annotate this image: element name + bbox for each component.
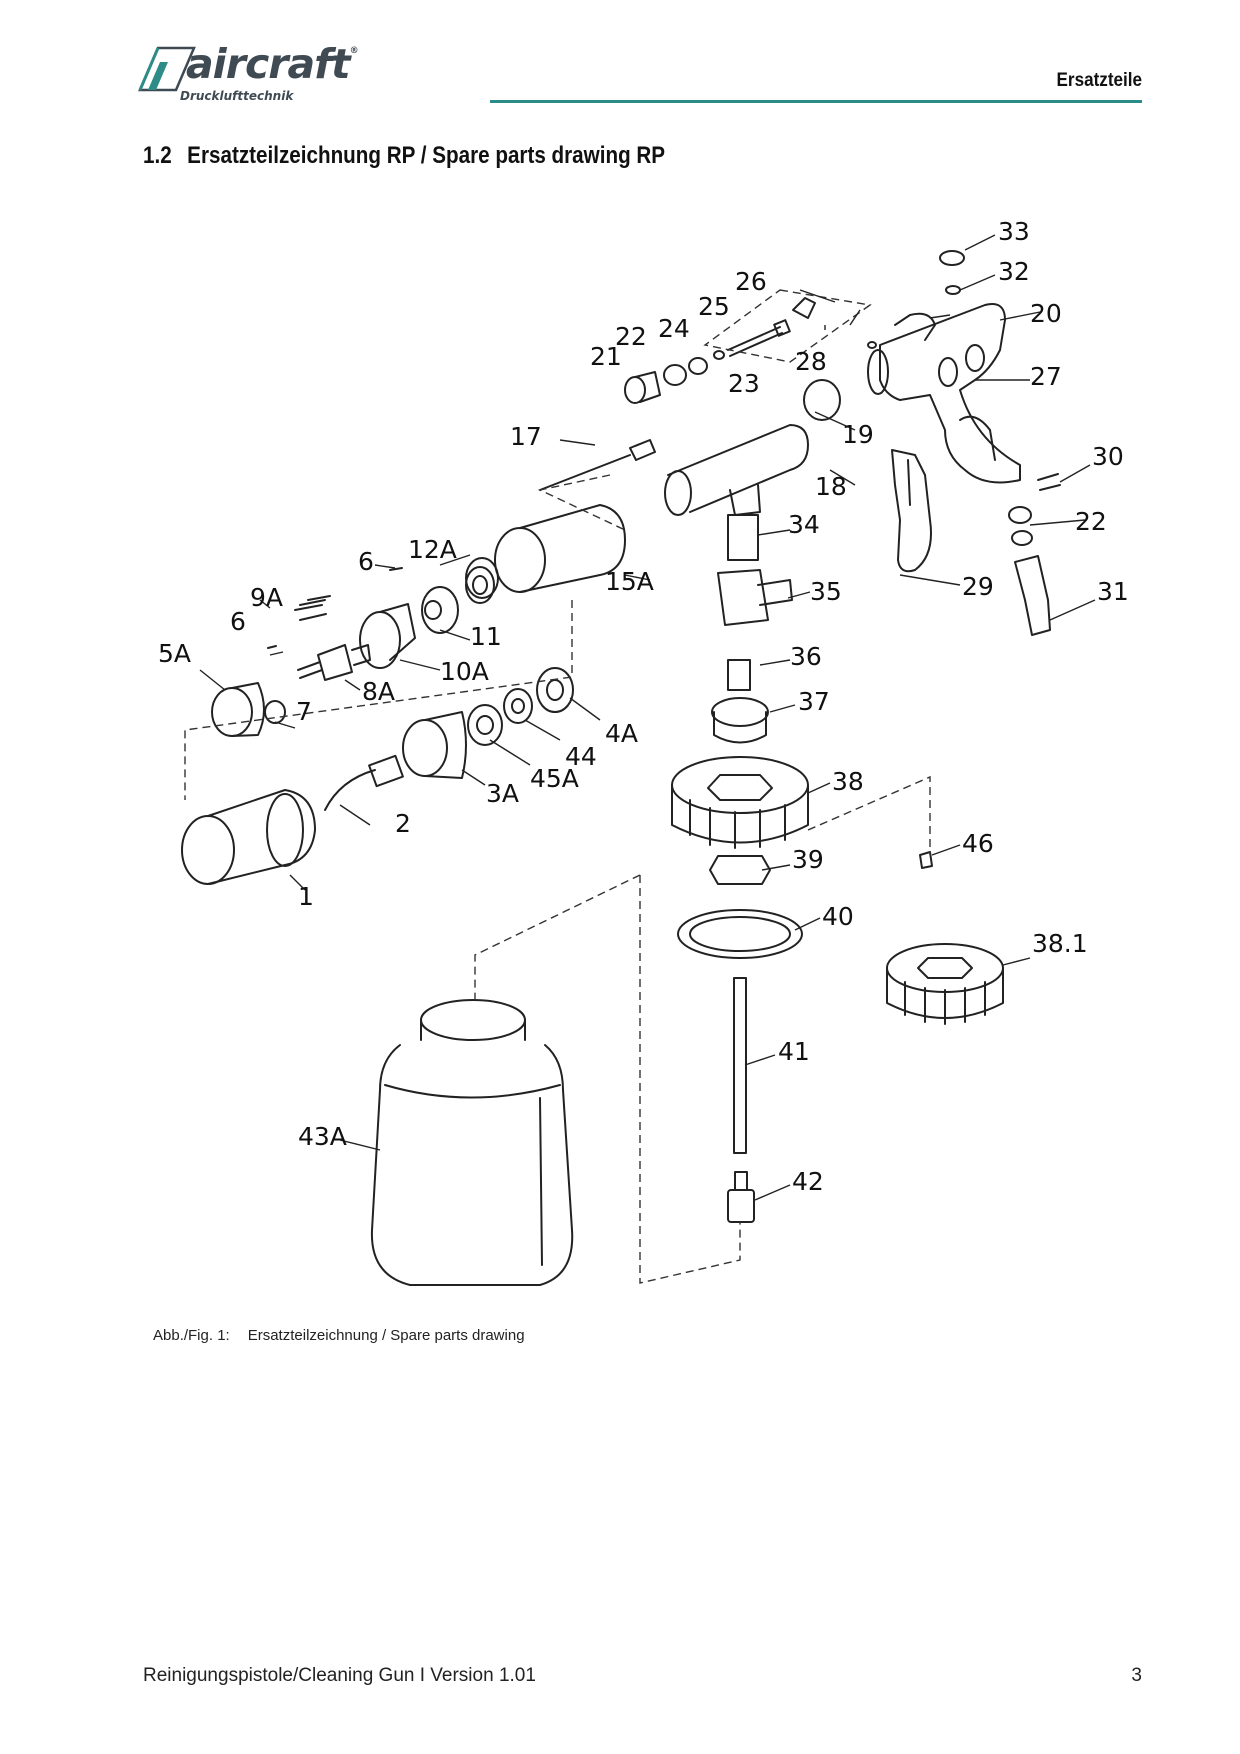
part-label: 45A	[530, 764, 579, 793]
part-label: 18	[815, 472, 847, 501]
part-hex-nut	[709, 855, 771, 885]
part-label: 25	[698, 292, 730, 321]
part-label: 41	[778, 1037, 810, 1066]
part-label: 30	[1092, 442, 1124, 471]
part-label: 28	[795, 347, 827, 376]
assembly-line-tube	[639, 875, 741, 1284]
brand-logo: aircraft® Drucklufttechnik	[138, 40, 378, 106]
part-label: 33	[998, 217, 1030, 246]
part-label: 19	[842, 420, 874, 449]
section-title-text: Ersatzteilzeichnung RP / Spare parts dra…	[187, 142, 666, 169]
part-lid-nut	[671, 756, 809, 849]
part-label: 36	[790, 642, 822, 671]
part-label: 24	[658, 314, 690, 343]
footer-document-title: Reinigungspistole/Cleaning Gun I Version…	[143, 1665, 536, 1686]
part-label: 20	[1030, 299, 1062, 328]
part-label: 27	[1030, 362, 1062, 391]
logo-subtitle: Drucklufttechnik	[180, 89, 294, 103]
assembly-line-needle	[537, 474, 626, 531]
part-label: 6	[230, 607, 246, 636]
part-label: 17	[510, 422, 542, 451]
part-label: 21	[590, 342, 622, 371]
assembly-line-lid	[807, 775, 931, 855]
logo-mark-icon	[138, 46, 196, 92]
part-tube-fitting	[727, 1171, 755, 1223]
part-label: 29	[962, 572, 994, 601]
part-label: 22	[1075, 507, 1107, 536]
part-pins	[267, 567, 403, 649]
figure-caption-text: Ersatzteilzeichnung / Spare parts drawin…	[247, 1327, 525, 1344]
part-air-inlet	[1008, 473, 1061, 636]
part-label: 31	[1097, 577, 1129, 606]
part-label: 38.1	[1032, 929, 1088, 958]
part-label: 23	[728, 369, 760, 398]
part-label: 32	[998, 257, 1030, 286]
logo-wordmark: aircraft®	[186, 40, 359, 88]
assembly-line-valve	[703, 289, 872, 363]
part-needle	[539, 439, 656, 491]
part-suction-tube	[733, 977, 747, 1154]
part-label: 44	[565, 742, 597, 771]
part-label: 37	[798, 687, 830, 716]
part-column-fittings	[711, 514, 793, 744]
part-label: 6	[358, 547, 374, 576]
part-trigger	[891, 449, 932, 573]
part-small-valve	[624, 297, 877, 404]
part-label: 1	[298, 882, 314, 911]
part-hose	[324, 754, 404, 811]
part-label: 39	[792, 845, 824, 874]
part-label: 40	[822, 902, 854, 931]
part-label: 15A	[605, 567, 654, 596]
part-caps-small	[919, 250, 965, 869]
part-barrel	[664, 379, 841, 516]
part-label: 43A	[298, 1122, 347, 1151]
part-gun-body	[867, 303, 1021, 484]
part-bearing	[465, 566, 495, 604]
part-nozzle-sleeve	[181, 789, 316, 885]
assembly-line-bottle	[474, 874, 641, 1000]
part-collar	[359, 586, 459, 669]
part-label: 38	[832, 767, 864, 796]
part-label: 12A	[408, 535, 457, 564]
section-number: 1.2	[143, 142, 172, 169]
part-label: 42	[792, 1167, 824, 1196]
part-label: 3A	[486, 779, 519, 808]
part-bottle	[370, 999, 574, 1286]
part-label: 10A	[440, 657, 489, 686]
part-label: 35	[810, 577, 842, 606]
footer-page-number: 3	[1131, 1665, 1142, 1686]
part-label: 34	[788, 510, 820, 539]
part-label: 46	[962, 829, 994, 858]
part-label: 11	[470, 622, 502, 651]
part-lid-nut-spare	[886, 943, 1004, 1025]
part-label: 9A	[250, 583, 283, 612]
header-rule	[490, 100, 1142, 103]
part-cap-nut	[211, 682, 286, 737]
figure-caption-label: Abb./Fig. 1:	[153, 1327, 230, 1344]
part-label: 22	[615, 322, 647, 351]
part-label: 5A	[158, 639, 191, 668]
part-label: 4A	[605, 719, 638, 748]
part-label: 7	[296, 697, 312, 726]
part-label: 2	[395, 809, 411, 838]
figure-caption: Abb./Fig. 1: Ersatzteilzeichnung / Spare …	[153, 1327, 525, 1344]
part-sleeve	[465, 504, 626, 599]
page-title: 1.2 Ersatzteilzeichnung RP / Spare parts …	[143, 142, 665, 170]
part-threaded-ring	[402, 711, 467, 779]
part-label: 26	[735, 267, 767, 296]
header-section-name: Ersatzteile	[1056, 70, 1142, 91]
part-label: 8A	[362, 677, 395, 706]
part-gasket-ring	[677, 909, 803, 959]
